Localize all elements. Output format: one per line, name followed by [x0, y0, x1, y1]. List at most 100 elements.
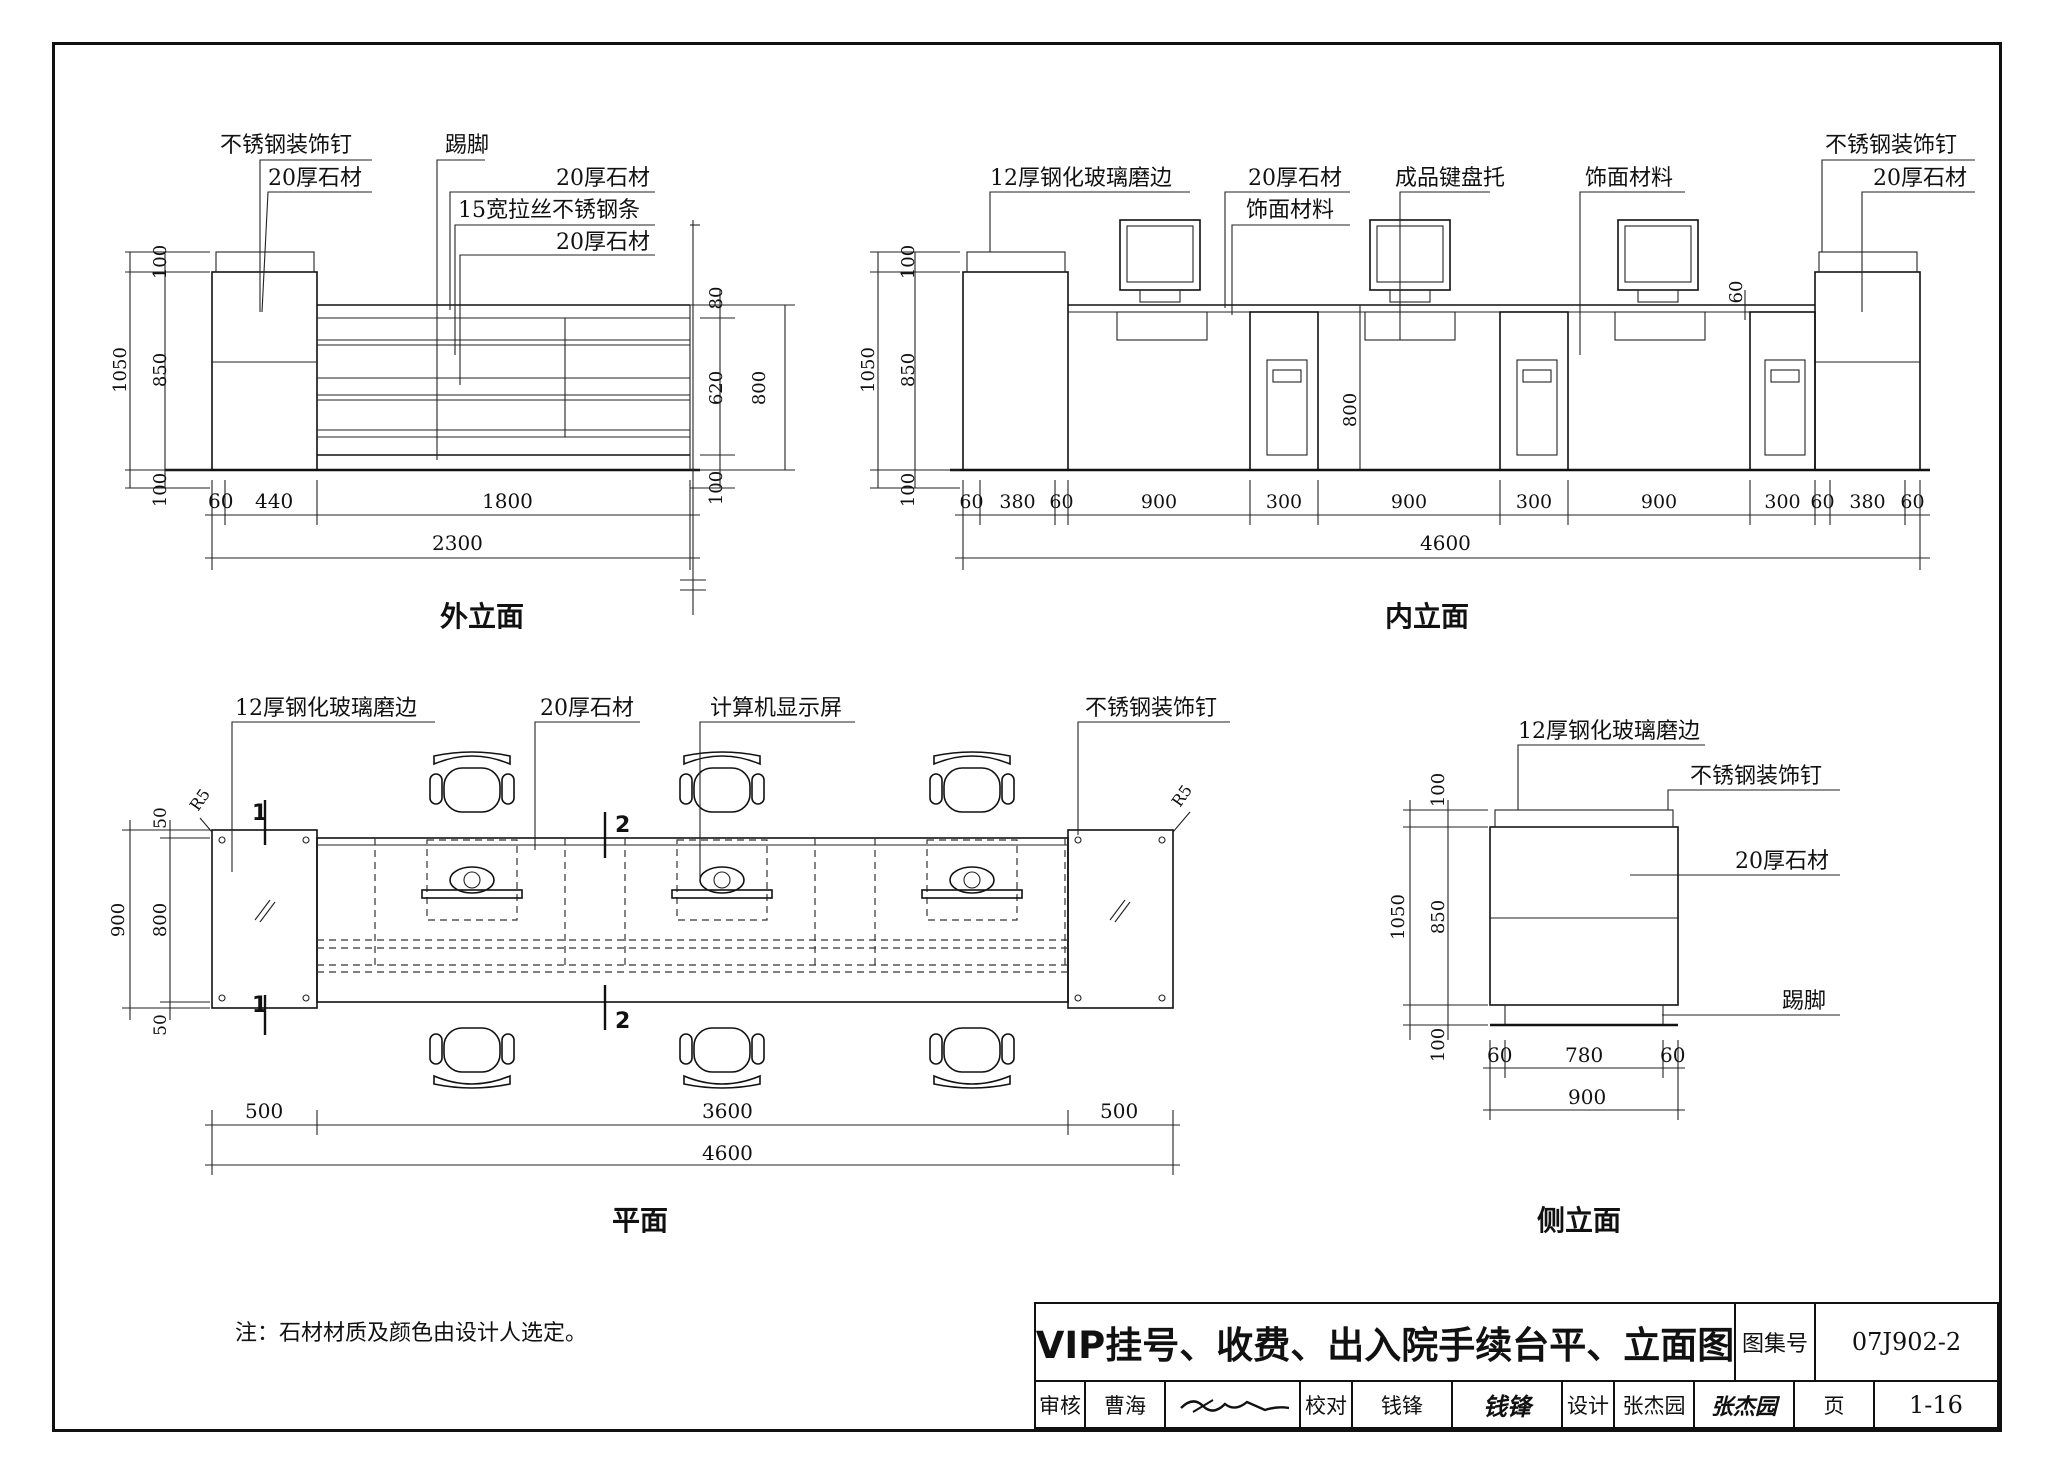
- checker-signature: 钱锋: [1453, 1382, 1563, 1427]
- drawing-title: VIP挂号、收费、出入院手续台平、立面图: [1036, 1304, 1736, 1382]
- int-label-keyboard: 成品键盘托: [1395, 166, 1505, 191]
- plan-dim-500b: 500: [1100, 1099, 1138, 1123]
- chair-icon: [929, 751, 1015, 813]
- reviewer-signature-mark: [1179, 1398, 1289, 1413]
- ext-dim-80: 80: [706, 287, 727, 310]
- monitor-stand-icon: [463, 871, 481, 889]
- section-mark-1-bottom: 1: [252, 993, 267, 1018]
- int-dim-100b: 100: [898, 473, 919, 507]
- plan-label-monitor: 计算机显示屏: [710, 696, 842, 721]
- side-dim-900: 900: [1568, 1085, 1606, 1109]
- int-label-stone: 20厚石材: [1248, 166, 1342, 191]
- plan-label-glass: 12厚钢化玻璃磨边: [235, 696, 417, 721]
- ext-dim-800: 800: [749, 371, 770, 405]
- designer-name: 张杰园: [1615, 1382, 1695, 1427]
- ext-dim-2300: 2300: [432, 531, 483, 555]
- side-dim-60b: 60: [1660, 1043, 1685, 1067]
- ext-dim-850: 850: [150, 353, 171, 387]
- check-label: 校对: [1301, 1382, 1353, 1427]
- monitor-screen-icon: [921, 889, 1023, 899]
- section-mark-2-bottom: 2: [615, 1009, 630, 1034]
- side-elevation: [1403, 744, 1840, 1120]
- int-dim-800: 800: [1340, 393, 1361, 427]
- side-label-kick: 踢脚: [1782, 989, 1826, 1014]
- ext-label-kick: 踢脚: [445, 133, 489, 158]
- int-label-stone-2: 20厚石材: [1873, 166, 1967, 191]
- side-label-glass: 12厚钢化玻璃磨边: [1518, 719, 1700, 744]
- int-dim-value: 380: [999, 491, 1035, 513]
- plan-dim-50: 50: [151, 807, 171, 829]
- int-view-title: 内立面: [1385, 600, 1469, 633]
- monitor-screen-icon: [671, 889, 773, 899]
- chair-icon: [679, 1027, 765, 1089]
- plan-dim-3600: 3600: [702, 1099, 753, 1123]
- ext-label-stone: 20厚石材: [268, 166, 362, 191]
- review-label: 审核: [1036, 1382, 1086, 1427]
- chair-icon: [429, 1027, 515, 1089]
- int-dim-value: 60: [1810, 491, 1834, 513]
- reviewer-name: 曹海: [1086, 1382, 1166, 1427]
- int-dim-value: 380: [1849, 491, 1885, 513]
- plan-view: [122, 721, 1230, 1175]
- section-mark-1-top: 1: [252, 801, 267, 826]
- ext-dim-100b: 100: [150, 473, 171, 507]
- note-text: 注：石材材质及颜色由设计人选定。: [235, 1321, 587, 1346]
- ext-label-stone-3: 20厚石材: [556, 230, 650, 255]
- title-block: VIP挂号、收费、出入院手续台平、立面图 图集号 07J902-2 审核 曹海 …: [1034, 1302, 1999, 1429]
- plan-label-stone: 20厚石材: [540, 696, 634, 721]
- int-dim-4600: 4600: [1420, 531, 1471, 555]
- int-dim-850: 850: [898, 353, 919, 387]
- int-label-glass: 12厚钢化玻璃磨边: [990, 166, 1172, 191]
- ext-dim-620: 620: [706, 371, 727, 405]
- int-dim-value: 900: [1141, 491, 1177, 513]
- ext-dim-1050: 1050: [110, 347, 131, 393]
- side-dim-1050: 1050: [1388, 894, 1409, 940]
- int-dim-value: 300: [1516, 491, 1552, 513]
- int-label-finish-2: 饰面材料: [1585, 166, 1673, 191]
- plan-dim-900: 900: [108, 903, 129, 937]
- ext-label-steel-strip: 15宽拉丝不锈钢条: [458, 198, 640, 223]
- plan-radius-right: R5: [1168, 781, 1196, 810]
- chair-icon: [929, 1027, 1015, 1089]
- int-dim-value: 300: [1266, 491, 1302, 513]
- int-dim-value: 900: [1391, 491, 1427, 513]
- monitor-plan-icon: [949, 866, 995, 894]
- chair-icon: [429, 751, 515, 813]
- side-label-nail: 不锈钢装饰钉: [1690, 764, 1822, 789]
- monitor-plan-icon: [449, 866, 495, 894]
- page-label: 页: [1795, 1382, 1875, 1427]
- ext-dim-440: 440: [255, 489, 293, 513]
- ext-label-stone-2: 20厚石材: [556, 166, 650, 191]
- plan-dim-4600: 4600: [702, 1141, 753, 1165]
- checker-name: 钱锋: [1353, 1382, 1453, 1427]
- int-label-finish: 饰面材料: [1246, 198, 1334, 223]
- chair-icon: [679, 751, 765, 813]
- atlas-no: 07J902-2: [1816, 1304, 1997, 1382]
- ext-dim-100c: 100: [706, 471, 727, 505]
- plan-label-nail: 不锈钢装饰钉: [1085, 696, 1217, 721]
- side-label-stone: 20厚石材: [1735, 849, 1829, 874]
- drawing-frame: [52, 42, 2002, 1432]
- ext-view-title: 外立面: [440, 600, 524, 633]
- int-dim-60: 60: [1726, 281, 1747, 304]
- int-dim-100: 100: [898, 245, 919, 279]
- reviewer-signature: [1166, 1382, 1301, 1427]
- design-label: 设计: [1563, 1382, 1615, 1427]
- side-dim-100b: 100: [1428, 1028, 1449, 1062]
- side-dim-60: 60: [1487, 1043, 1512, 1067]
- ext-dim-100: 100: [150, 245, 171, 279]
- int-label-nail: 不锈钢装饰钉: [1825, 133, 1957, 158]
- int-dim-value: 60: [959, 491, 983, 513]
- monitor-stand-icon: [963, 871, 981, 889]
- monitor-stand-icon: [713, 871, 731, 889]
- ext-label-nail: 不锈钢装饰钉: [220, 133, 352, 158]
- side-dim-780: 780: [1565, 1043, 1603, 1067]
- atlas-no-label: 图集号: [1736, 1304, 1816, 1382]
- plan-view-title: 平面: [612, 1204, 668, 1237]
- side-dim-100: 100: [1428, 773, 1449, 807]
- int-dim-value: 60: [1049, 491, 1073, 513]
- side-view-title: 侧立面: [1537, 1204, 1621, 1237]
- side-dim-850: 850: [1428, 900, 1449, 934]
